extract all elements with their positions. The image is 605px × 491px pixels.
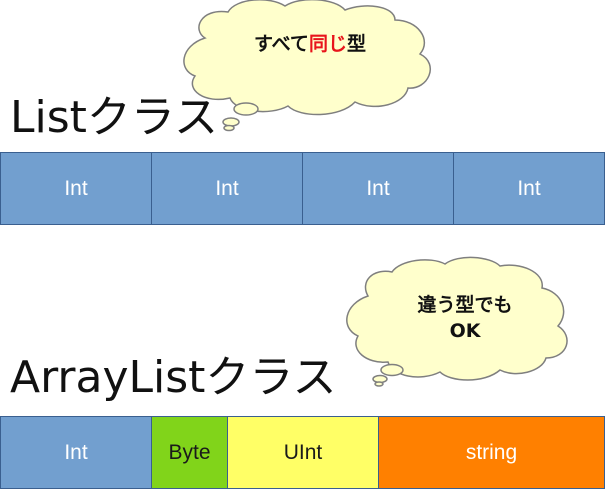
arraylist-cell-byte: Byte — [152, 416, 228, 489]
arraylist-cell-uint: UInt — [228, 416, 379, 489]
list-cell-int-3: Int — [303, 152, 454, 225]
thought-dot-large — [233, 102, 259, 116]
cloud-shape — [183, 0, 431, 116]
thought-dot-small — [223, 124, 235, 132]
list-cells-row: Int Int Int Int — [0, 152, 605, 225]
list-cell-int-2: Int — [152, 152, 303, 225]
different-type-callout-text: 違う型でも OK — [417, 294, 513, 342]
list-cell-int-4: Int — [454, 152, 605, 225]
thought-dot-small — [374, 381, 384, 387]
arraylist-class-title: ArrayListクラス — [10, 352, 337, 403]
list-cell-int-1: Int — [0, 152, 152, 225]
list-class-title: Listクラス — [10, 92, 219, 143]
thought-dot-large — [380, 363, 404, 377]
arraylist-cell-string: string — [379, 416, 605, 489]
arraylist-cell-int: Int — [0, 416, 152, 489]
arraylist-cells-row: Int Byte UInt string — [0, 416, 605, 489]
cloud-shape — [346, 256, 568, 381]
same-type-callout-text: すべて同じ型 — [254, 33, 366, 55]
